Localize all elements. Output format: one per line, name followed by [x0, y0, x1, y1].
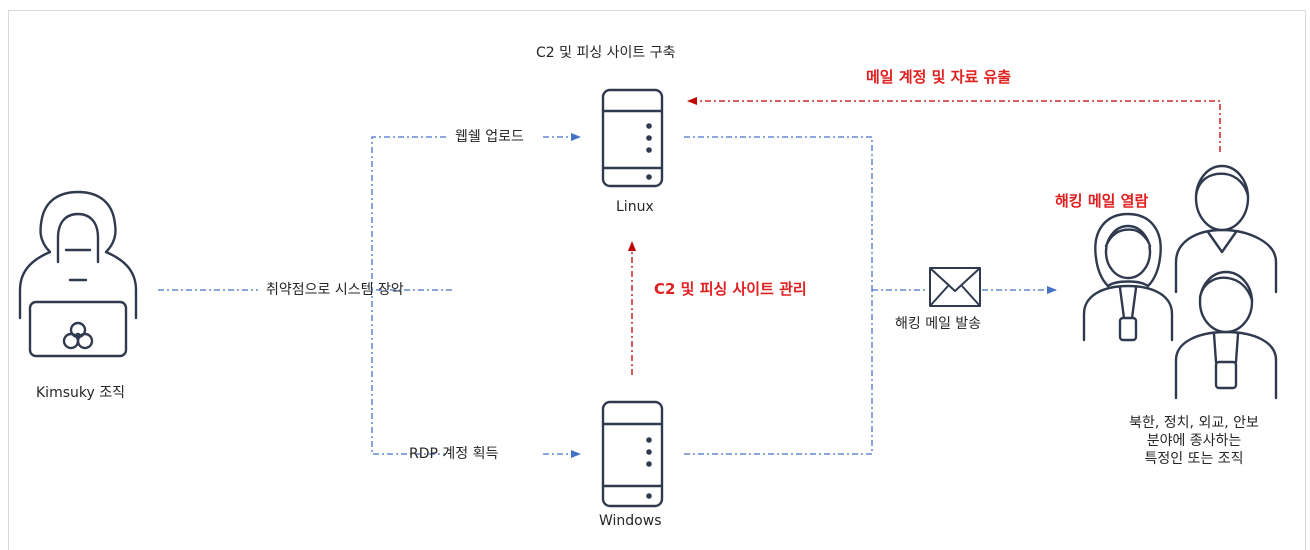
bracket-line	[371, 136, 446, 455]
victims-caption: 북한, 정치, 외교, 안보 분야에 종사하는 특정인 또는 조직	[1114, 414, 1274, 468]
linux-to-mail-line	[684, 136, 873, 290]
person-icon	[1082, 212, 1174, 342]
windows-label: Windows	[599, 513, 662, 529]
rdp-label: RDP 계정 획득	[409, 446, 499, 462]
person-icon	[1174, 164, 1278, 294]
webshell-label: 웹쉘 업로드	[455, 129, 524, 145]
victims-line-3: 특정인 또는 조직	[1144, 451, 1244, 467]
victims-line-2: 분야에 종사하는	[1146, 433, 1242, 449]
diagram-title: C2 및 피싱 사이트 구축	[536, 45, 676, 61]
hacker-icon	[18, 190, 138, 358]
victims-line-1: 북한, 정치, 외교, 안보	[1129, 415, 1259, 431]
windows-server-icon	[601, 400, 664, 508]
takeover-label: 취약점으로 시스템 장악	[266, 282, 404, 298]
windows-to-mail-line	[684, 290, 873, 455]
exfil-label: 메일 계정 및 자료 유출	[866, 68, 1012, 86]
exfil-arrow	[687, 97, 1221, 152]
send-mail-label: 해킹 메일 발송	[895, 316, 982, 332]
linux-server-icon	[601, 88, 664, 188]
victims-icon	[1082, 164, 1278, 400]
manage-label: C2 및 피싱 사이트 관리	[654, 280, 807, 298]
diagram-frame	[8, 10, 1306, 550]
person-icon	[1174, 270, 1278, 400]
open-mail-label: 해킹 메일 열람	[1055, 192, 1149, 210]
linux-label: Linux	[616, 199, 654, 215]
envelope-icon	[929, 267, 981, 307]
attacker-label: Kimsuky 조직	[36, 385, 125, 401]
